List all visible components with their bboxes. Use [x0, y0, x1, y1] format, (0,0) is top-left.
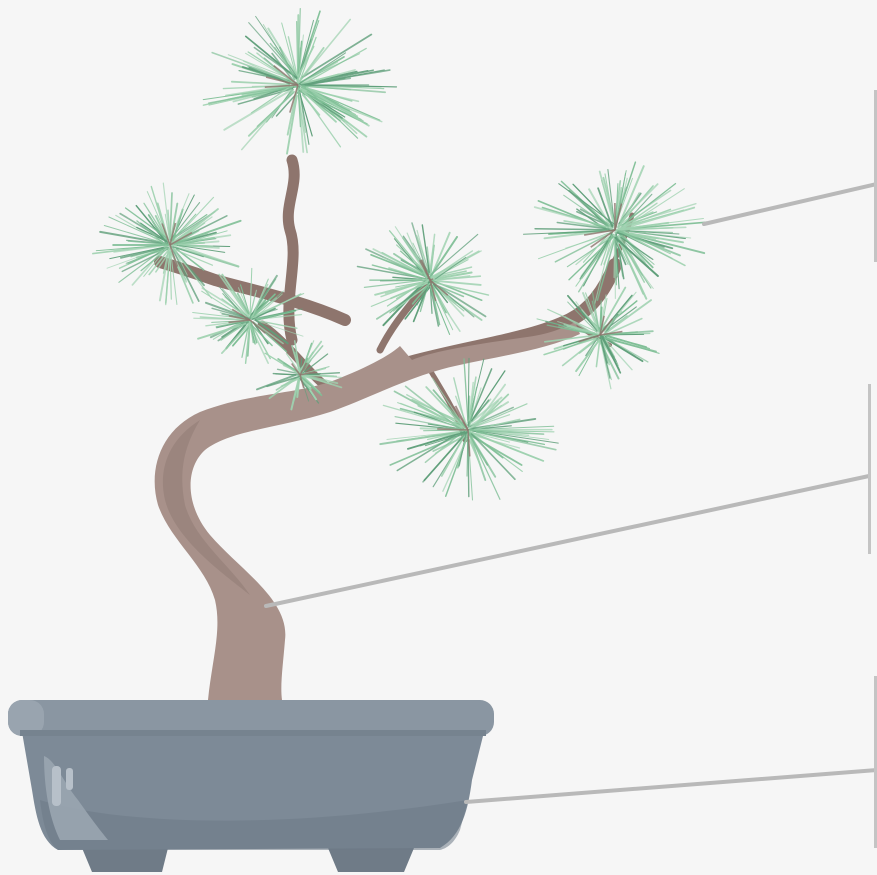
pine-needle [246, 36, 297, 78]
pot-foot-right [328, 848, 414, 872]
pot-rim-underside [20, 730, 486, 736]
pine-needle [535, 229, 609, 230]
leader-line-trunk [266, 476, 869, 606]
twig [437, 429, 468, 430]
bonsai-pot [8, 700, 494, 872]
callout-label-bars [868, 90, 877, 848]
pine-needle [604, 300, 651, 334]
pot-foot-left [82, 848, 168, 872]
pine-needle [464, 359, 468, 421]
pine-needle [232, 82, 289, 85]
tuft-apex [203, 9, 396, 154]
pot-glint-2 [66, 768, 73, 790]
leader-line-foliage [704, 184, 877, 224]
tuft-center [358, 223, 489, 334]
pine-needle [606, 338, 659, 354]
branch-center [380, 280, 430, 350]
pine-needle [170, 245, 212, 247]
pot-glint-1 [52, 766, 61, 806]
label-bar-trunk [868, 384, 871, 554]
tree-trunk [155, 322, 580, 700]
pine-needle [307, 88, 369, 126]
pine-needle [430, 234, 435, 272]
leader-line-pot [466, 770, 877, 802]
tuft-right [524, 162, 707, 303]
